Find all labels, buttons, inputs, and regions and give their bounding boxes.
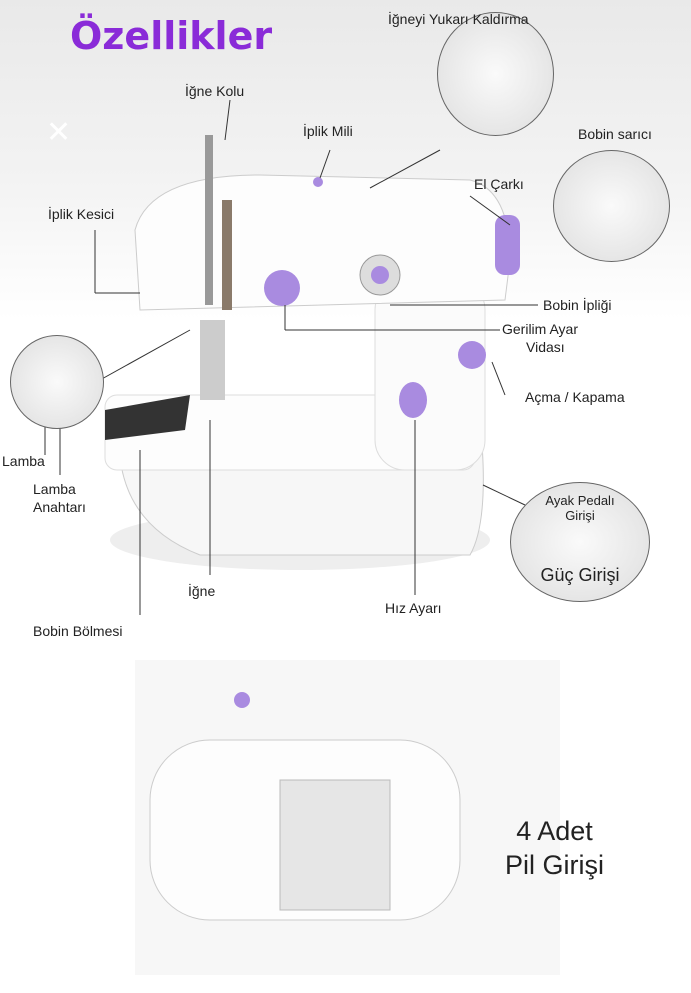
speed-control-label: Hız Ayarı [385, 600, 442, 616]
lamp-callout-image [10, 335, 104, 429]
power-input-label: Güç Girişi [540, 565, 620, 585]
page-title: Özellikler [70, 14, 273, 58]
handwheel-label: El Çarkı [474, 176, 524, 192]
thread-cutter-label: İplik Kesici [48, 206, 115, 222]
bobbin-thread-label: Bobin İpliği [543, 297, 612, 313]
needle-label: İğne [188, 583, 216, 599]
bobbin-compartment-label: Bobin Bölmesi [33, 623, 123, 639]
power-switch-label: Açma / Kapama [525, 389, 625, 405]
bobbin-winder-callout-image [553, 150, 670, 262]
needle-lift-callout-image [437, 12, 554, 136]
needle-lift-label: İğneyi Yukarı Kaldırma [388, 11, 529, 27]
bobbin-winder-label: Bobin sarıcı [578, 126, 652, 142]
close-icon[interactable]: ✕ [46, 116, 72, 149]
spool-pin-label: İplik Mili [303, 123, 353, 139]
lamp-label: Lamba [2, 453, 45, 469]
needle-arm-label: İğne Kolu [185, 83, 245, 99]
